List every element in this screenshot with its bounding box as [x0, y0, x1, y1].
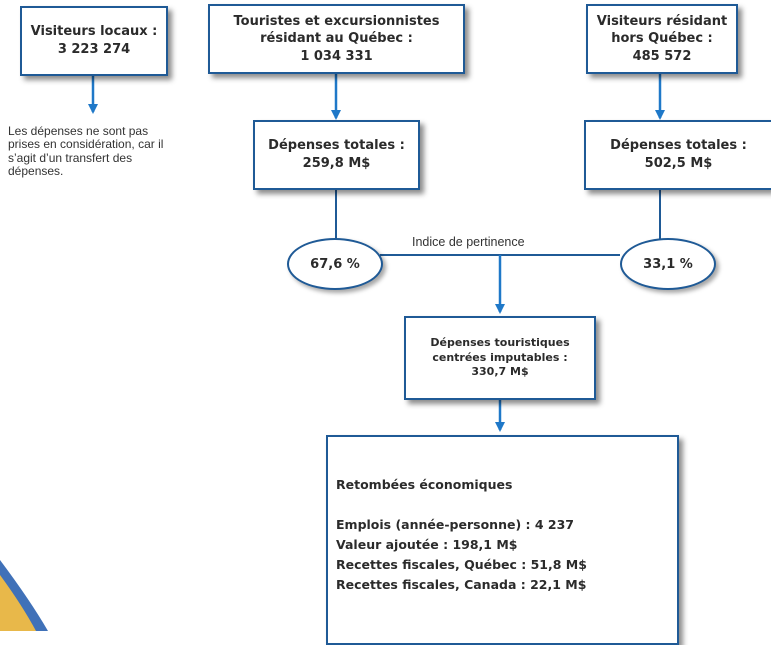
visiteurs-hors-quebec-box: Visiteurs résidant hors Québec : 485 572 [586, 4, 738, 74]
hors-quebec-line1: Visiteurs résidant [596, 13, 728, 29]
depenses-quebec-value: 259,8 M$ [302, 156, 371, 171]
retombees-box: Retombées économiques Emplois (année-per… [326, 435, 679, 645]
hors-quebec-line2: hors Québec : [611, 31, 713, 47]
visiteurs-locaux-count: 3 223 274 [57, 42, 131, 57]
visiteurs-locaux-title: Visiteurs locaux : [30, 24, 158, 40]
touristes-quebec-box: Touristes et excursionnistes résidant au… [208, 4, 465, 74]
depenses-imputables-value: 330,7 M$ [471, 365, 529, 379]
depenses-quebec-label: Dépenses totales : [268, 138, 405, 154]
touristes-quebec-count: 1 034 331 [300, 48, 373, 64]
note-text: Les dépenses ne sont pas prises en consi… [8, 124, 164, 179]
depenses-hors-quebec-label: Dépenses totales : [610, 138, 747, 154]
depenses-hors-quebec-value: 502,5 M$ [644, 156, 713, 171]
indice-left-ellipse: 67,6 % [287, 238, 383, 290]
touristes-quebec-line1: Touristes et excursionnistes [233, 13, 440, 29]
valeur-ajoutee-line: Valeur ajoutée : 198,1 M$ [336, 537, 518, 552]
emplois-line: Emplois (année-personne) : 4 237 [336, 517, 575, 532]
depenses-imputables-box: Dépenses touristiques centrées imputable… [404, 316, 596, 400]
retombees-title: Retombées économiques [336, 477, 513, 492]
recettes-quebec-line: Recettes fiscales, Québec : 51,8 M$ [336, 557, 587, 572]
indice-right-ellipse: 33,1 % [620, 238, 716, 290]
touristes-quebec-line2: résidant au Québec : [260, 31, 413, 47]
depenses-hors-quebec-box: Dépenses totales : 502,5 M$ [584, 120, 771, 190]
indice-label: Indice de pertinence [410, 235, 527, 249]
depenses-imputables-line1: Dépenses touristiques [430, 335, 570, 349]
depenses-imputables-line2: centrées imputables : [432, 350, 568, 364]
hors-quebec-count: 485 572 [632, 48, 692, 64]
depenses-quebec-box: Dépenses totales : 259,8 M$ [253, 120, 420, 190]
connector-layer [0, 74, 665, 631]
visiteurs-locaux-box: Visiteurs locaux : 3 223 274 [20, 6, 168, 76]
recettes-canada-line: Recettes fiscales, Canada : 22,1 M$ [336, 577, 587, 592]
